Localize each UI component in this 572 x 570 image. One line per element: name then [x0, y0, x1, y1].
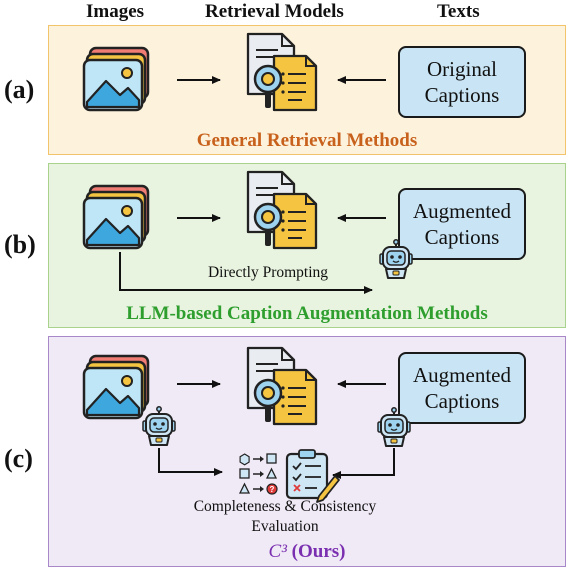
images-stack-icon [82, 354, 150, 420]
header-images: Images [86, 1, 145, 22]
original-captions-box: Original Captions [398, 46, 526, 118]
header-texts: Texts [437, 1, 480, 22]
images-stack-icon [82, 184, 150, 250]
robot-icon [377, 406, 411, 447]
row-label-b: (b) [4, 230, 36, 259]
document-search-icon [246, 32, 318, 112]
panel-title-a: General Retrieval Methods [196, 130, 418, 151]
panel-title-b: LLM-based Caption Augmentation Methods [126, 303, 488, 324]
ours-label: (Ours) [286, 541, 346, 562]
images-stack-icon [82, 46, 150, 112]
arrow-right-robot-to-eval [332, 448, 395, 479]
header-retrieval-models: Retrieval Models [205, 1, 344, 22]
arrow-left-robot-to-eval [158, 448, 223, 476]
robot-icon [379, 238, 413, 279]
directly-prompting-label: Directly Prompting [207, 264, 329, 281]
document-search-icon [246, 170, 318, 250]
row-label-a: (a) [4, 75, 35, 104]
evaluation-label-line1: Completeness & Consistency [193, 498, 377, 515]
evaluation-label-line2: Evaluation [251, 518, 319, 535]
arrow-directly-prompting [119, 252, 373, 294]
document-search-icon [246, 346, 318, 426]
augmented-captions-box-b: Augmented Captions [398, 188, 526, 260]
panel-title-c: C³ (Ours) [48, 541, 566, 563]
c3-symbol: C³ [268, 541, 287, 562]
robot-icon [142, 405, 176, 446]
shapes-mapping-icon [239, 453, 278, 495]
checklist-icon [285, 448, 341, 504]
augmented-captions-box-c: Augmented Captions [398, 352, 526, 424]
row-label-c: (c) [4, 444, 33, 473]
